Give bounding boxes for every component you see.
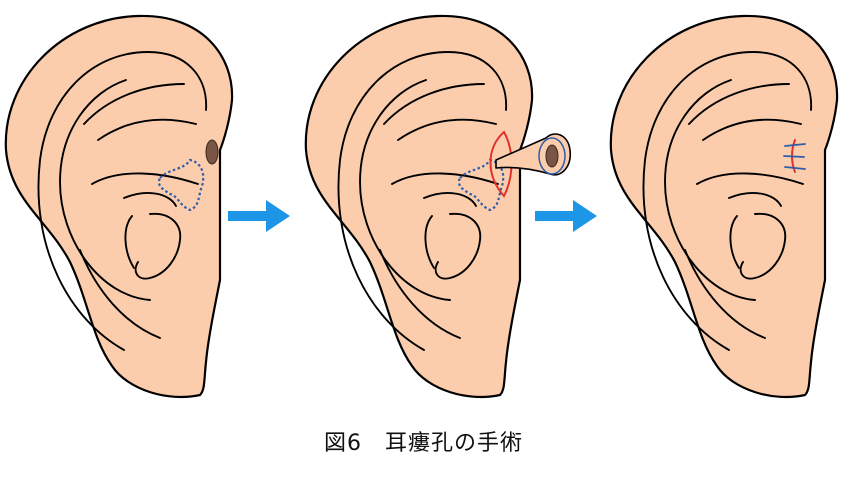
panel-excision [304,14,572,399]
fistula-opening [205,139,219,165]
excised-fistula-opening [545,144,559,168]
figure-caption: 図6 耳瘻孔の手術 [324,431,523,456]
ear-illustration [4,14,234,399]
arrow-step-1-to-2 [228,200,290,232]
arrow-step-2-to-3 [535,200,597,232]
panel-after-suture [609,14,839,399]
ear-illustration [304,14,534,399]
elliptical-incision [489,130,513,198]
sutured-incision [783,139,806,173]
ear-illustration [609,14,839,399]
panel-before-surgery [4,14,234,399]
